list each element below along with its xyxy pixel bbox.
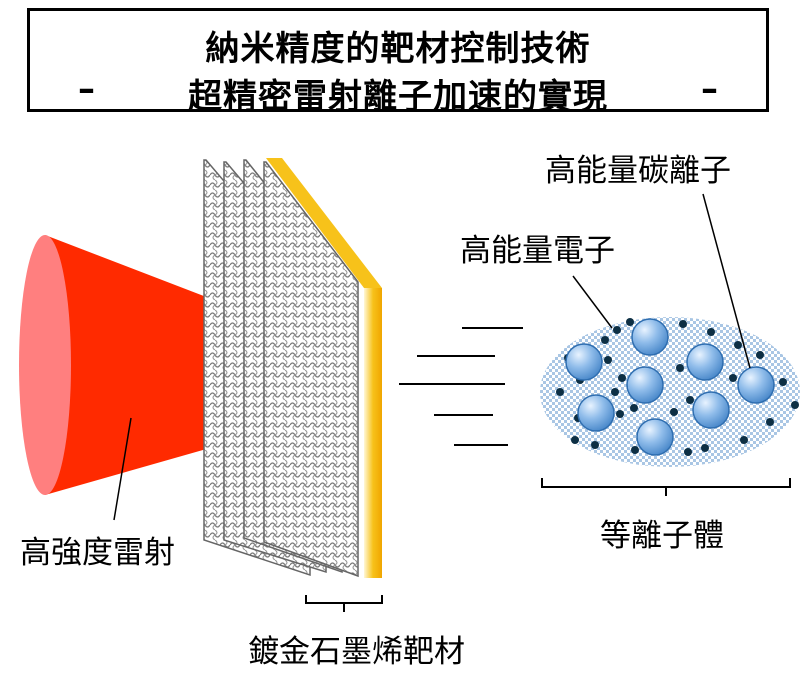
laser-label: 高強度雷射 xyxy=(20,535,175,571)
motion-lines xyxy=(399,327,523,446)
title-dash-right: – xyxy=(701,69,718,109)
carbon-ions xyxy=(565,318,775,456)
graphene-target xyxy=(203,158,382,578)
electrons-label: 高能量電子 xyxy=(460,233,615,269)
target-brace xyxy=(305,595,383,612)
laser-beam-face xyxy=(19,235,71,495)
electrons-leader-line xyxy=(572,275,613,329)
gold-layer-front xyxy=(364,288,382,578)
laser-leader-line xyxy=(113,417,132,521)
title-box: 納米精度的靶材控制技術 – 超精密雷射離子加速的實現 – xyxy=(27,8,769,117)
title-line-1: 納米精度的靶材控制技術 xyxy=(205,29,591,69)
carbon-ions-leader-line xyxy=(702,193,751,369)
target-label: 鍍金石墨烯靶材 xyxy=(248,634,465,670)
carbon-ions-label: 高能量碳離子 xyxy=(545,153,731,189)
title-line-2: 超精密雷射離子加速的實現 xyxy=(188,77,608,117)
gold-layer-top xyxy=(266,158,382,288)
plasma-label: 等離子體 xyxy=(600,518,724,554)
plasma-brace xyxy=(541,478,791,496)
plasma-cloud xyxy=(540,317,800,467)
graphene-layer-4 xyxy=(263,161,359,578)
title-dash-left: – xyxy=(78,69,95,109)
